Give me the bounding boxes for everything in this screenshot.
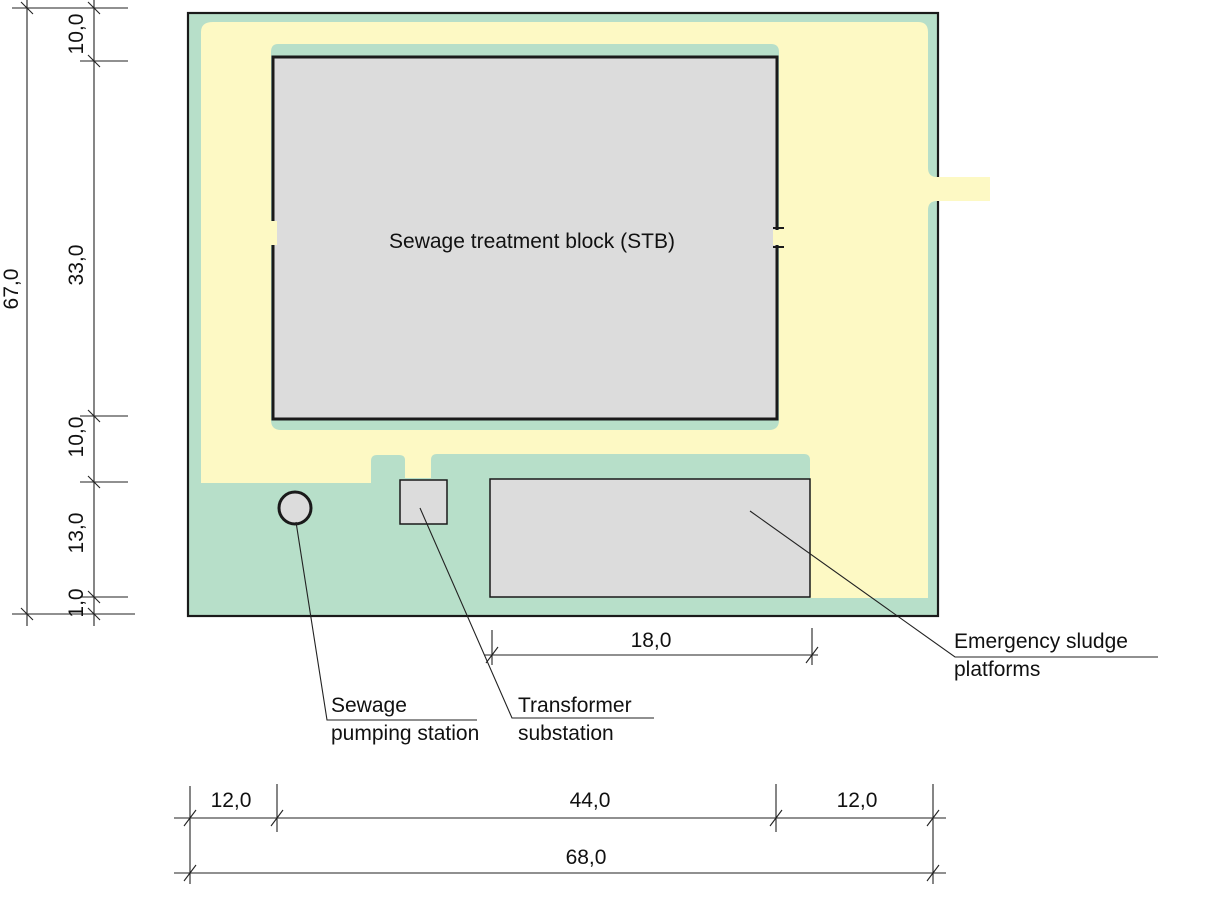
dim-tick	[87, 409, 101, 423]
stb-gate-left	[269, 221, 277, 245]
left-dim-text: 13,0	[65, 513, 88, 554]
esp-label-line1: Emergency sludge	[954, 630, 1128, 653]
sps-leader	[295, 521, 477, 721]
esp-leader	[749, 510, 1158, 658]
dim-tick	[87, 475, 101, 489]
ts-label-line2: substation	[518, 722, 614, 745]
dim-tick	[87, 607, 101, 621]
dim-tick	[20, 607, 34, 621]
stb-gate-right	[773, 230, 781, 245]
dim-tick	[87, 54, 101, 68]
access-road	[201, 22, 990, 598]
stb-label: Sewage treatment block (STB)	[389, 230, 675, 253]
dim-tick	[805, 646, 819, 664]
dim-tick	[183, 864, 197, 882]
square-icon	[399, 479, 448, 525]
dim-tick	[20, 1, 34, 15]
sps-label-line1: Sewage	[331, 694, 407, 717]
stb-building	[271, 55, 779, 421]
dim-tick	[270, 809, 284, 827]
platform-dim-text: 18,0	[631, 629, 672, 652]
bottom-dim-text: 12,0	[211, 789, 252, 812]
dim-tick	[87, 1, 101, 15]
left-dim-text: 10,0	[65, 417, 88, 458]
dim-tick	[926, 809, 940, 827]
esp-label-line2: platforms	[954, 658, 1040, 681]
dim-tick	[926, 864, 940, 882]
bottom-total-text: 68,0	[566, 846, 607, 869]
bottom-dim-text: 44,0	[570, 789, 611, 812]
dim-tick	[485, 646, 499, 664]
bottom-dim-text: 12,0	[837, 789, 878, 812]
left-dim-text: 10,0	[65, 14, 88, 55]
dim-tick	[769, 809, 783, 827]
ts-label-line1: Transformer	[518, 694, 632, 717]
left-total-text: 67,0	[0, 269, 23, 310]
ts-leader	[419, 507, 654, 719]
circle-icon	[277, 490, 313, 526]
dim-tick	[87, 590, 101, 604]
sps-label-line2: pumping station	[331, 722, 479, 745]
dim-tick	[183, 809, 197, 827]
left-dim-text: 1,0	[65, 588, 88, 617]
left-dim-text: 33,0	[65, 245, 88, 286]
esp-building	[489, 478, 811, 598]
